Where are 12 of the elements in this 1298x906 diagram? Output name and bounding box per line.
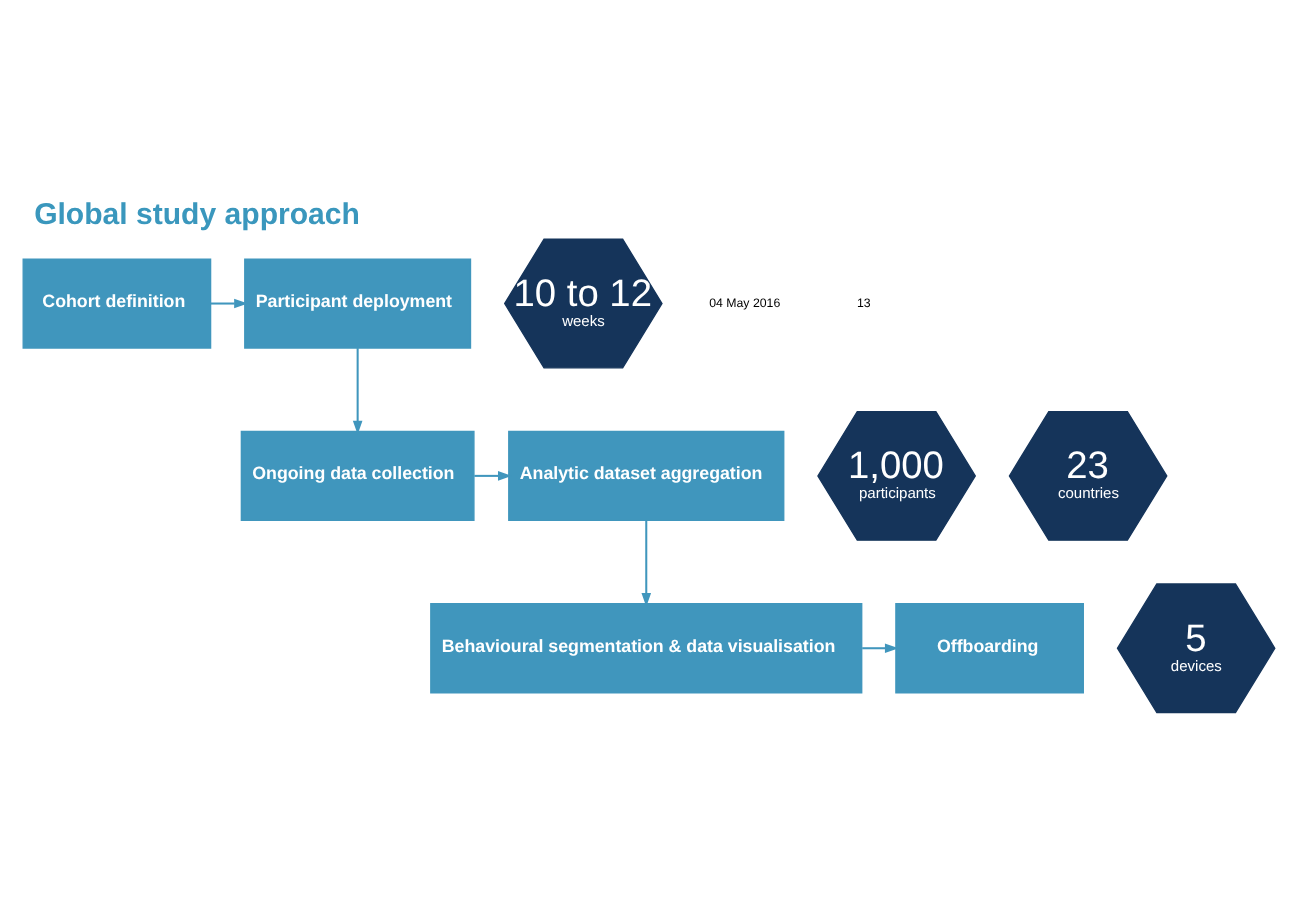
node-box: Offboarding xyxy=(895,602,1084,693)
node-box: Ongoing data collection xyxy=(240,429,475,521)
node-box: Behavioural segmentation & data visualisation xyxy=(430,602,863,693)
node-box: Cohort definition xyxy=(22,257,212,348)
diagram-title: Global study approach xyxy=(34,196,360,231)
arrow xyxy=(862,642,899,653)
arrow xyxy=(210,297,248,308)
node-box: Analytic dataset aggregation xyxy=(508,429,785,521)
arrow xyxy=(352,347,363,434)
arrow xyxy=(474,470,512,480)
arrow xyxy=(641,519,652,606)
node-box: Participant deployment xyxy=(244,257,472,348)
